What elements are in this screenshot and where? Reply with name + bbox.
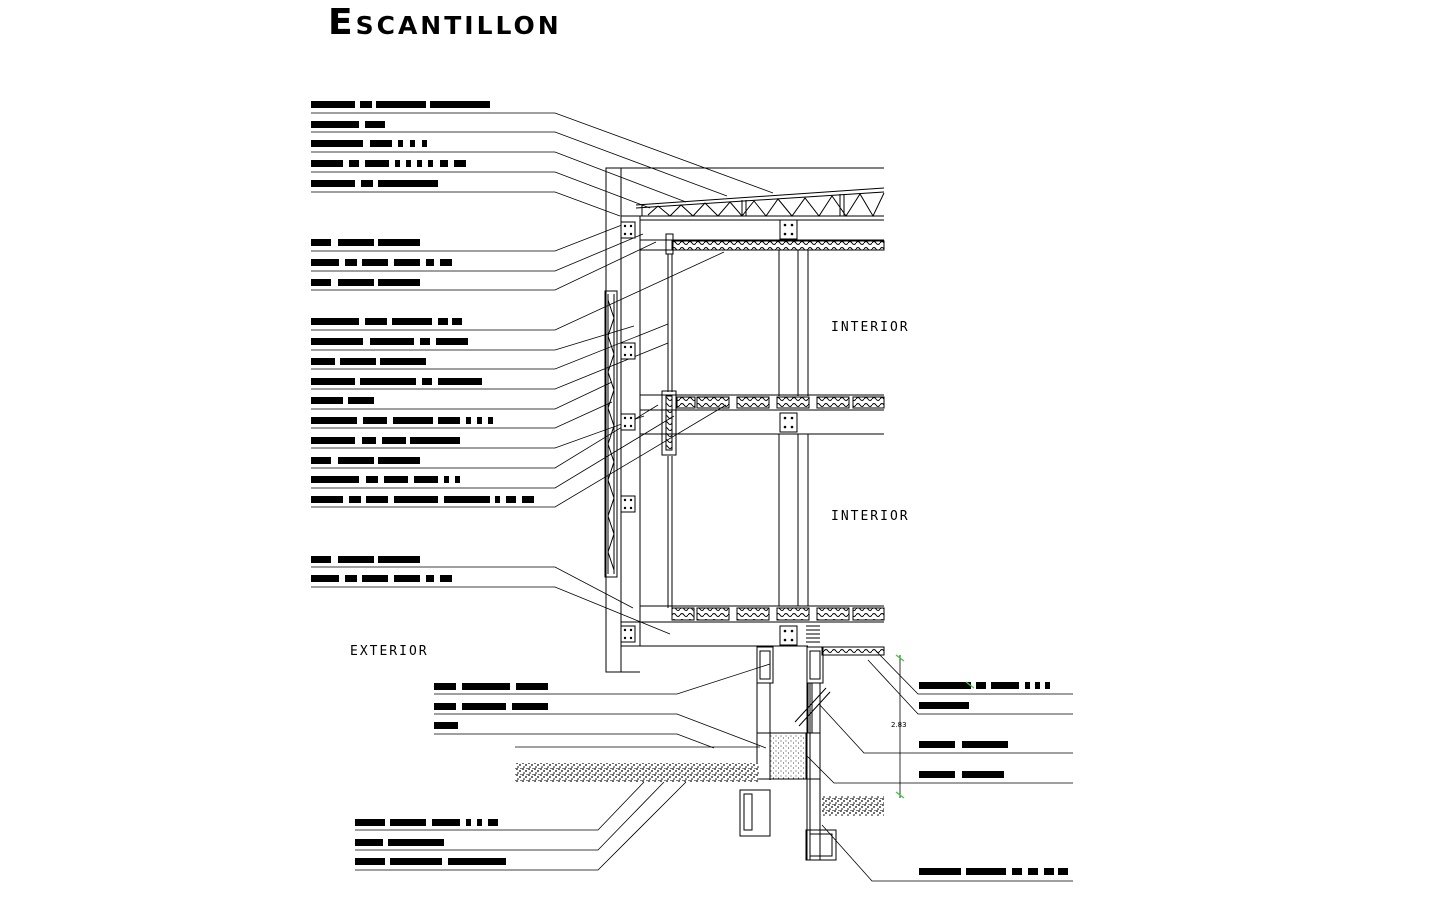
- zone-label-exterior: EXTERIOR: [350, 644, 429, 659]
- leader-lines: [311, 112, 1073, 882]
- zone-label-interior-lower: INTERIOR: [831, 509, 910, 524]
- drawing-title: Escantillon: [328, 2, 562, 43]
- dimension-label: 2.83: [891, 721, 907, 729]
- callout-labels-left: [311, 101, 548, 865]
- zone-label-interior-upper: INTERIOR: [831, 320, 910, 335]
- structure: [515, 167, 885, 861]
- callout-labels-right: [919, 682, 1068, 875]
- bolt-dots: [623, 223, 794, 642]
- dimension-markers: [895, 654, 975, 799]
